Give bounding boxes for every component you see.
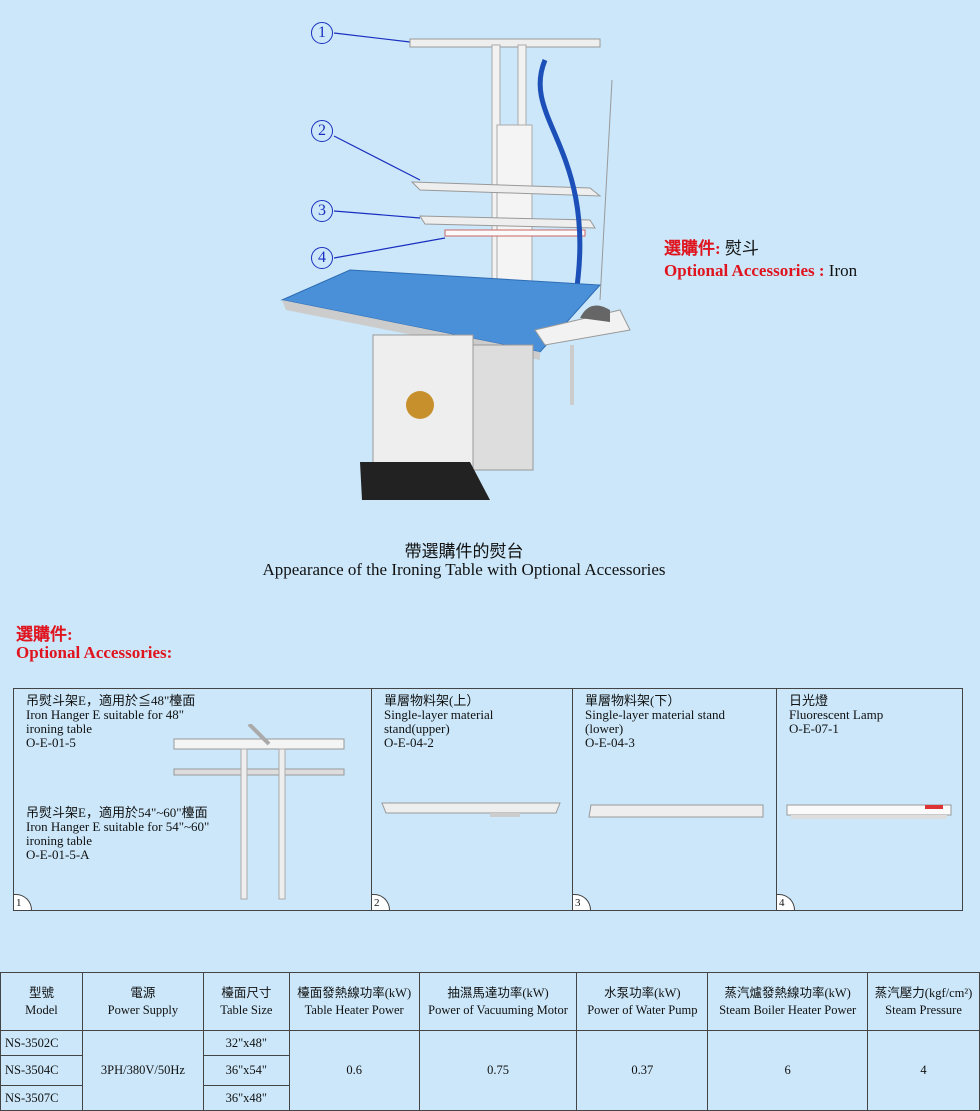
section-title-en: Optional Accessories: (16, 643, 173, 662)
callout-2: 2 (311, 120, 333, 142)
acc3-zh: 單層物料架(下） (585, 693, 681, 708)
fluorescent-lamp-image (786, 804, 952, 819)
acc4-zh: 日光燈 (789, 693, 829, 708)
accessory-1: 吊熨斗架E，適用於≦48"檯面 Iron Hanger E suitable f… (14, 689, 372, 910)
section-title-zh: 選購件: (16, 625, 73, 644)
model-cell: NS-3502C (0, 1030, 83, 1056)
header-vacuum-motor: 抽濕馬達功率(kW)Power of Vacuuming Motor (418, 972, 578, 1031)
table-row: NS-3502C 3PH/380V/50Hz 32"x48" 0.6 0.75 … (0, 1030, 980, 1111)
acc3-code: O-E-04-3 (585, 735, 635, 750)
lower-stand-image (588, 804, 764, 818)
header-water-pump: 水泵功率(kW)Power of Water Pump (576, 972, 709, 1031)
iron-note-zh-label: 選購件: (664, 239, 721, 258)
header-table-heater: 檯面發熱線功率(kW)Table Heater Power (288, 972, 420, 1031)
callout-3: 3 (311, 200, 333, 222)
header-boiler-heater: 蒸汽爐發熱線功率(kW)Steam Boiler Heater Power (707, 972, 869, 1031)
iron-hanger-image (173, 724, 345, 900)
accessory-number: 2 (372, 894, 390, 910)
header-steam-pressure: 蒸汽壓力(kgf/cm²)Steam Pressure (867, 972, 980, 1031)
accessory-number: 3 (573, 894, 591, 910)
acc2-en: Single-layer material stand(upper) (384, 707, 494, 736)
iron-note-en-value: Iron (828, 261, 858, 280)
iron-note-en-label: Optional Accessories : (664, 261, 825, 280)
accessory-2: 單層物料架(上） Single-layer material stand(upp… (372, 689, 573, 910)
size-cell: 36"x48" (202, 1085, 290, 1111)
iron-note-zh-value: 熨斗 (724, 239, 759, 258)
boiler-heater-cell: 6 (707, 1030, 869, 1111)
accessory-number: 1 (14, 894, 32, 910)
caption-en: Appearance of the Ironing Table with Opt… (262, 560, 666, 579)
acc1a-en: Iron Hanger E suitable for 54"~60" (26, 819, 210, 834)
power-supply-cell: 3PH/380V/50Hz (81, 1030, 204, 1111)
accessories-panel: 吊熨斗架E，適用於≦48"檯面 Iron Hanger E suitable f… (13, 688, 963, 911)
table-row: NS-3504C 36"x54" (0, 1055, 980, 1086)
acc1-zh: 吊熨斗架E，適用於≦48"檯面 (26, 693, 196, 708)
acc1a-en2: ironing table (26, 833, 93, 848)
table-heater-cell: 0.6 (288, 1030, 420, 1111)
ironing-table-illustration (280, 32, 631, 500)
model-cell: NS-3507C (0, 1085, 83, 1111)
accessory-3: 單層物料架(下） Single-layer material stand (lo… (573, 689, 777, 910)
steam-pressure-cell: 4 (867, 1030, 980, 1111)
acc4-en: Fluorescent Lamp (789, 707, 884, 722)
model-cell: NS-3504C (0, 1055, 83, 1086)
water-pump-cell: 0.37 (576, 1030, 709, 1111)
acc1a-code: O-E-01-5-A (26, 847, 90, 862)
callout-lines (333, 32, 446, 259)
accessory-number: 4 (777, 894, 795, 910)
upper-stand-image (381, 802, 561, 817)
vacuum-motor-cell: 0.75 (418, 1030, 578, 1111)
acc1-en: Iron Hanger E suitable for 48" (26, 707, 185, 722)
acc2-code: O-E-04-2 (384, 735, 434, 750)
accessory-4: 日光燈 Fluorescent Lamp O-E-07-1 4 (777, 689, 964, 910)
caption-zh: 帶選購件的熨台 (404, 542, 524, 561)
acc1a-zh: 吊熨斗架E，適用於54"~60"檯面 (26, 805, 208, 820)
acc4-code: O-E-07-1 (789, 721, 839, 736)
acc1-code: O-E-01-5 (26, 735, 76, 750)
size-cell: 32"x48" (202, 1030, 290, 1056)
callout-4: 4 (311, 247, 333, 269)
size-cell: 36"x54" (202, 1055, 290, 1086)
acc2-zh: 單層物料架(上） (384, 693, 480, 708)
callout-1: 1 (311, 22, 333, 44)
acc3-en: Single-layer material stand (lower) (585, 707, 726, 736)
acc1-en2: ironing table (26, 721, 93, 736)
iron-note: 選購件: 熨斗 Optional Accessories : Iron (664, 238, 857, 282)
